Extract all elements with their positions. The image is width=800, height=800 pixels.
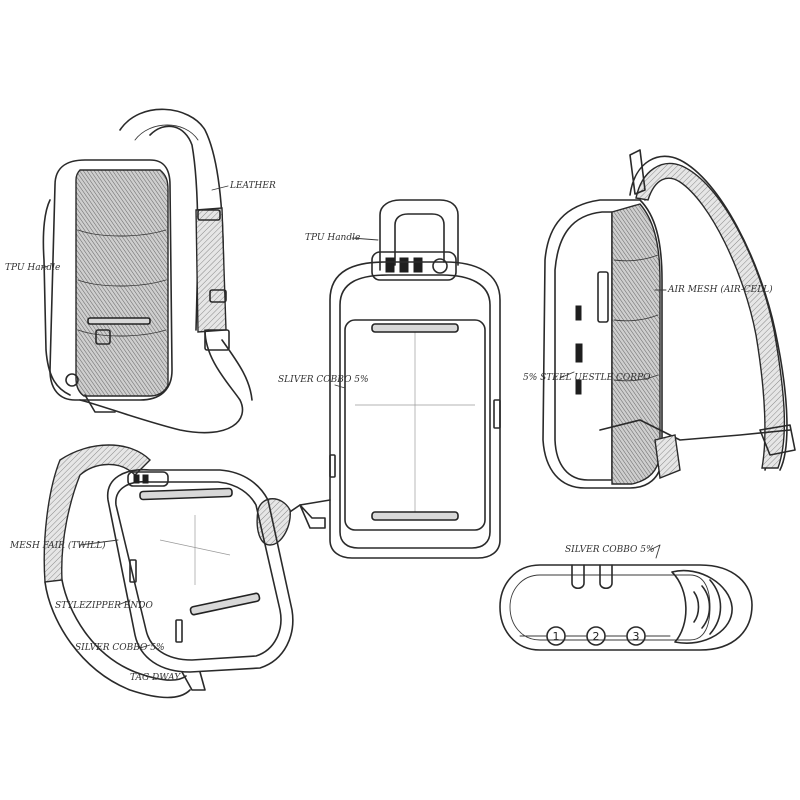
label-silver-bottom: SILVER COBBO 5% [75, 643, 165, 653]
lock-dial-2[interactable] [586, 626, 606, 646]
bag-view-side-right: AIR MESH (AIR-CELL) 5% STEEL UESTLE CORP… [523, 149, 796, 489]
label-tag: TAG DWAY [130, 673, 181, 683]
label-zipper: STYLEZIPPER ENDO [55, 601, 153, 611]
label-tpu-handle-center: TPU Handle [305, 233, 360, 243]
label-mesh-fair: MESH FAIR (TWILL) [9, 540, 106, 551]
label-air-mesh: AIR MESH (AIR-CELL) [667, 284, 773, 295]
lock-dial-2-number: 2 [593, 630, 600, 643]
bag-view-angled: MESH FAIR (TWILL) STYLEZIPPER ENDO SILVE… [9, 444, 294, 699]
bag-view-back-left: LEATHER TPU Handle [5, 108, 276, 434]
lock-dial-3-number: 3 [633, 630, 640, 643]
label-tpu-handle-left: TPU Handle [5, 263, 60, 273]
label-lock-title: SILVER COBBO 5% [565, 545, 655, 555]
lock-dial-1-number: 1 [553, 630, 560, 643]
lock-dial-1[interactable] [546, 626, 566, 646]
lock-detail: 1 2 3 SILVER COBBO 5% [499, 544, 753, 651]
label-silver-center: SLIVER COBBO 5% [278, 375, 369, 385]
lock-dial-3[interactable] [626, 626, 646, 646]
label-leather: LEATHER [229, 181, 276, 191]
bag-view-front: TPU Handle SLIVER COBBO 5% [256, 199, 501, 559]
label-steel: 5% STEEL UESTLE CORPO [523, 373, 651, 383]
